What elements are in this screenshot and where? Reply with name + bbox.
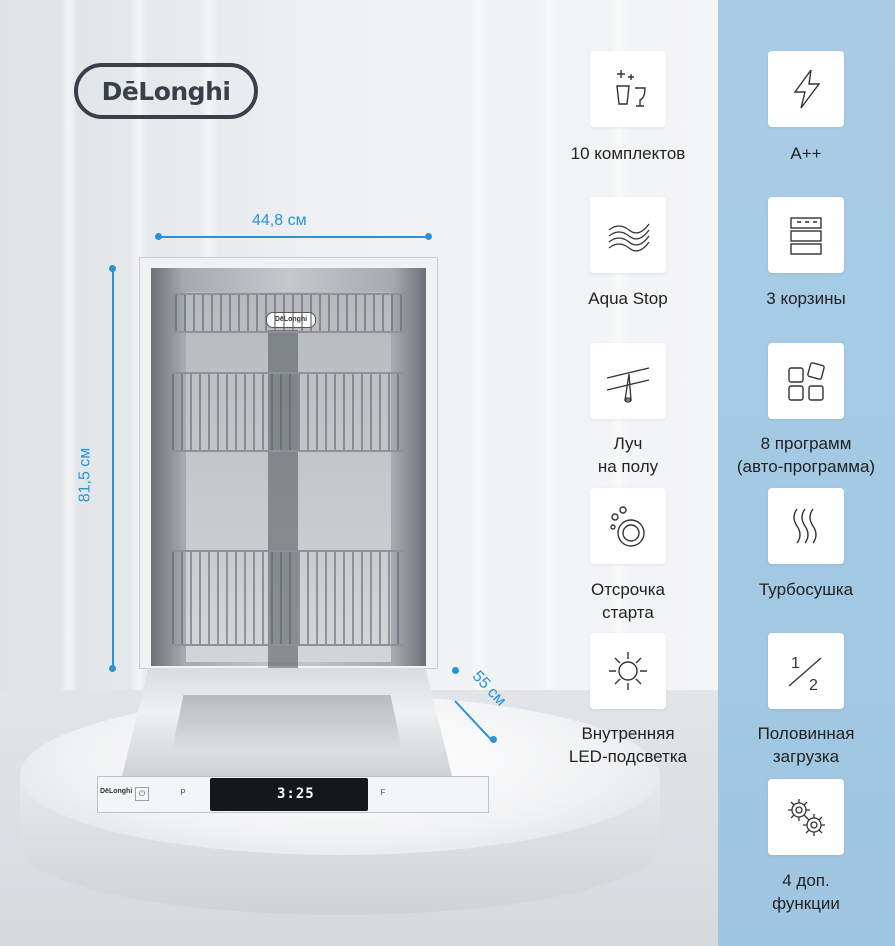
width-dimension-label: 44,8 см (252, 212, 307, 229)
height-dimension-line (112, 268, 114, 668)
dimension-end-dot (155, 233, 162, 240)
feature-label: Луч на полу (597, 434, 659, 476)
feature-label: A++ (790, 144, 822, 163)
delay-start-icon (590, 488, 666, 564)
curtain-fold (540, 0, 558, 720)
middle-basket (170, 372, 408, 452)
half-load-icon: 1 2 (768, 633, 844, 709)
brand-logo: DēLonghi (74, 63, 258, 119)
lower-basket (170, 550, 408, 646)
baskets-icon (768, 197, 844, 273)
function-button: F (380, 788, 386, 797)
lightning-icon (768, 51, 844, 127)
door-inner-panel (172, 695, 402, 750)
feature-label: 8 программ (авто-программа) (736, 434, 876, 476)
height-dimension-label: 81,5 см (76, 447, 94, 503)
turbo-dry-icon (768, 488, 844, 564)
feature-label: Турбосушка (758, 580, 854, 599)
glasses-sparkle-icon (590, 51, 666, 127)
feature-label: 3 корзины (766, 289, 846, 308)
fraction-bottom: 2 (809, 677, 818, 694)
width-dimension-line (158, 236, 428, 238)
program-squares-icon (768, 343, 844, 419)
feature-label: Aqua Stop (588, 289, 668, 308)
water-waves-icon (590, 197, 666, 273)
curtain-fold (470, 0, 488, 720)
feature-label: 4 доп. функции (772, 871, 840, 913)
curtain-fold (60, 0, 78, 720)
power-button: ⏻ (135, 787, 149, 801)
fraction-top: 1 (791, 655, 800, 672)
dimension-end-dot (490, 736, 497, 743)
brand-logo-text: DēLonghi (101, 76, 231, 106)
control-panel-logo: DēLonghi (100, 788, 133, 795)
dimension-end-dot (109, 265, 116, 272)
dimension-end-dot (109, 665, 116, 672)
feature-label: 10 комплектов (570, 144, 686, 163)
feature-label: Половинная загрузка (757, 724, 855, 766)
dimension-end-dot (425, 233, 432, 240)
dimension-end-dot (452, 667, 459, 674)
sun-light-icon (590, 633, 666, 709)
floor-beam-icon (590, 343, 666, 419)
top-cutlery-rack (173, 293, 406, 333)
gears-icon (768, 779, 844, 855)
feature-label: Внутренняя LED-подсветка (568, 724, 688, 766)
control-display (210, 778, 368, 811)
feature-label: Отсрочка старта (591, 580, 665, 622)
display-time: 3:25 (277, 786, 315, 802)
program-button: P (180, 788, 186, 797)
